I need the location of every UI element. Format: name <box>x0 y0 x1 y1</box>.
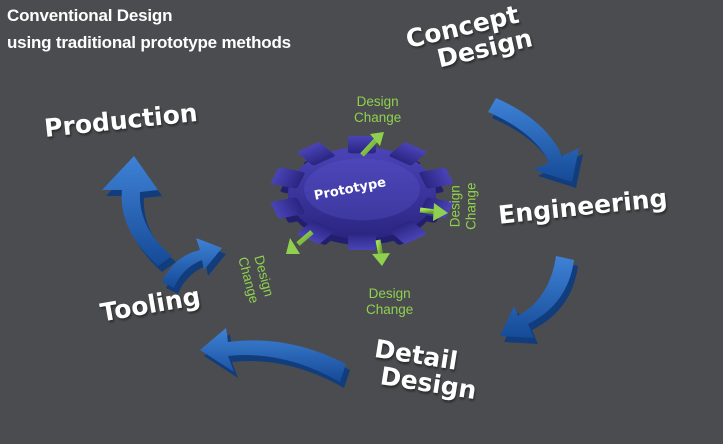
design-change-bottom-line2: Change <box>366 302 414 318</box>
design-change-arrow-right-icon <box>419 203 448 221</box>
design-change-arrow-down-icon <box>372 239 390 266</box>
design-change-right-line1: Design <box>447 185 463 228</box>
prototype-gear-icon <box>270 135 454 251</box>
arrow-concept-to-engineering <box>488 98 583 188</box>
design-change-arrow-up-icon <box>360 132 384 157</box>
diagram-title-line1: Conventional Design <box>7 6 173 25</box>
design-change-label-top: Design Change <box>354 94 401 126</box>
arrow-tooling-to-production <box>102 156 176 272</box>
arrow-engineering-to-detail <box>500 256 578 344</box>
design-change-label-right: Design Change <box>447 183 479 230</box>
diagram-title-line2: using traditional prototype methods <box>7 33 291 52</box>
design-change-right-line2: Change <box>463 182 479 230</box>
design-change-arrow-left-icon <box>286 230 314 254</box>
design-change-top-line1: Design <box>356 94 399 109</box>
arrow-tooling-loop <box>162 238 226 294</box>
design-change-label-bottom: Design Change <box>366 286 413 318</box>
design-change-bottom-line1: Design <box>368 286 411 301</box>
design-change-top-line2: Change <box>354 110 402 126</box>
arrow-detail-to-tooling <box>200 328 350 388</box>
